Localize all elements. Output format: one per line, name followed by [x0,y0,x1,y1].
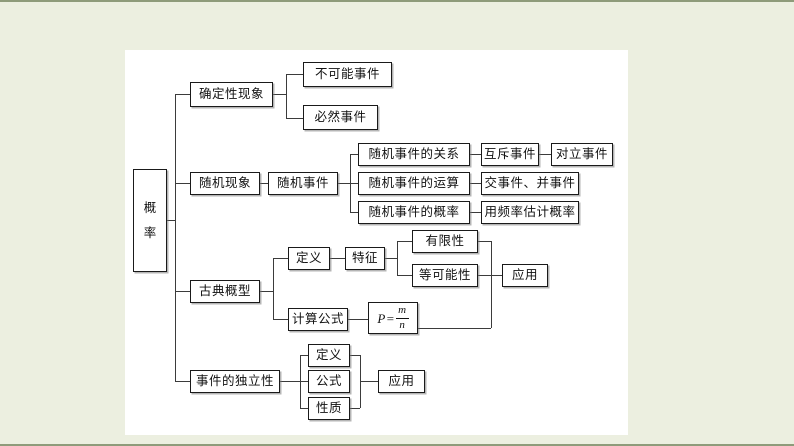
connector-to-ind-formula [300,381,308,382]
connector-ind-definition-right [350,355,360,356]
node-intersection-union-event[interactable]: 交事件、并事件 [481,172,579,195]
connector-to-impossible [286,74,303,75]
connector-to-finiteness [397,241,412,242]
node-operation-of-random-events[interactable]: 随机事件的运算 [358,172,470,195]
node-equal-possibility[interactable]: 等可能性 [412,264,478,287]
root-label-char-1: 概 [143,201,157,215]
root-label-char-2: 率 [143,225,157,240]
connector-to-equal-possibility [397,275,412,276]
node-calculation-formula[interactable]: 计算公式 [288,308,348,331]
connector-exclusive-to-complementary [539,154,551,155]
connector-trunk-to-classical [175,291,190,292]
node-application-classical[interactable]: 应用 [502,264,548,287]
connector-to-definition [273,258,288,259]
connector-ind-property-right [350,408,360,409]
connector-equal-right [478,275,491,276]
node-mutually-exclusive-event[interactable]: 互斥事件 [481,143,539,166]
connector-trunk-to-deterministic [175,94,190,95]
node-independence-definition[interactable]: 定义 [308,344,350,367]
node-independence-property[interactable]: 性质 [308,397,350,420]
connector-randomevent-out [338,183,350,184]
connector-to-probability [350,212,358,213]
connector-feature-split [397,241,398,275]
node-independence-formula[interactable]: 公式 [308,370,350,393]
connector-probability-to-frequency [470,212,481,213]
node-definition[interactable]: 定义 [288,247,330,270]
formula-denominator: n [399,318,406,331]
connector-randomphen-to-randomevent [260,183,268,184]
node-feature[interactable]: 特征 [345,247,385,270]
node-random-event[interactable]: 随机事件 [268,172,338,195]
connector-p-to-collector [418,328,491,329]
connector-to-certain [286,118,303,119]
connector-to-calculation-formula [273,319,288,320]
formula-p-label: P= [377,310,396,326]
node-frequency-estimate-probability[interactable]: 用频率估计概率 [481,201,579,224]
connector-to-operation [350,183,358,184]
connector-calcformula-to-p [348,319,368,320]
connector-to-ind-property [300,408,308,409]
node-finiteness[interactable]: 有限性 [412,230,478,253]
diagram-panel: 概 率 确定性现象 不可能事件 必然事件 随机现象 随机事件 随机事件的关系 互… [125,50,628,435]
connector-to-application-classical [491,275,502,276]
formula-numerator: m [396,304,409,319]
node-application-independence[interactable]: 应用 [378,370,425,393]
node-certain-event[interactable]: 必然事件 [303,105,378,130]
connector-to-relation [350,154,358,155]
connector-classical-out [260,291,273,292]
connector-definition-to-feature [330,258,345,259]
connector-classical-split [273,258,274,319]
node-independence-of-events[interactable]: 事件的独立性 [190,370,280,393]
connector-root-stub [167,220,175,221]
connector-main-trunk [175,94,176,382]
node-complementary-event[interactable]: 对立事件 [551,143,613,166]
connector-trunk-to-random-phenomenon [175,183,190,184]
node-relation-of-random-events[interactable]: 随机事件的关系 [358,143,470,166]
node-impossible-event[interactable]: 不可能事件 [303,62,392,87]
node-probability-of-random-events[interactable]: 随机事件的概率 [358,201,470,224]
node-classical-probability-model[interactable]: 古典概型 [190,280,260,303]
connector-finiteness-right [478,241,491,242]
node-root-probability[interactable]: 概 率 [133,169,167,272]
connector-relation-to-exclusive [470,154,481,155]
node-deterministic-phenomenon[interactable]: 确定性现象 [190,82,273,107]
node-random-phenomenon[interactable]: 随机现象 [190,172,260,195]
connector-deterministic-split [286,74,287,118]
connector-trunk-to-independence [175,381,190,382]
connector-application-collector [491,241,492,328]
connector-to-application-independence [360,381,378,382]
connector-operation-to-intersection [470,183,481,184]
connector-deterministic-out [273,94,286,95]
connector-independence-out [280,381,300,382]
connector-feature-out [385,258,397,259]
connector-to-ind-definition [300,355,308,356]
